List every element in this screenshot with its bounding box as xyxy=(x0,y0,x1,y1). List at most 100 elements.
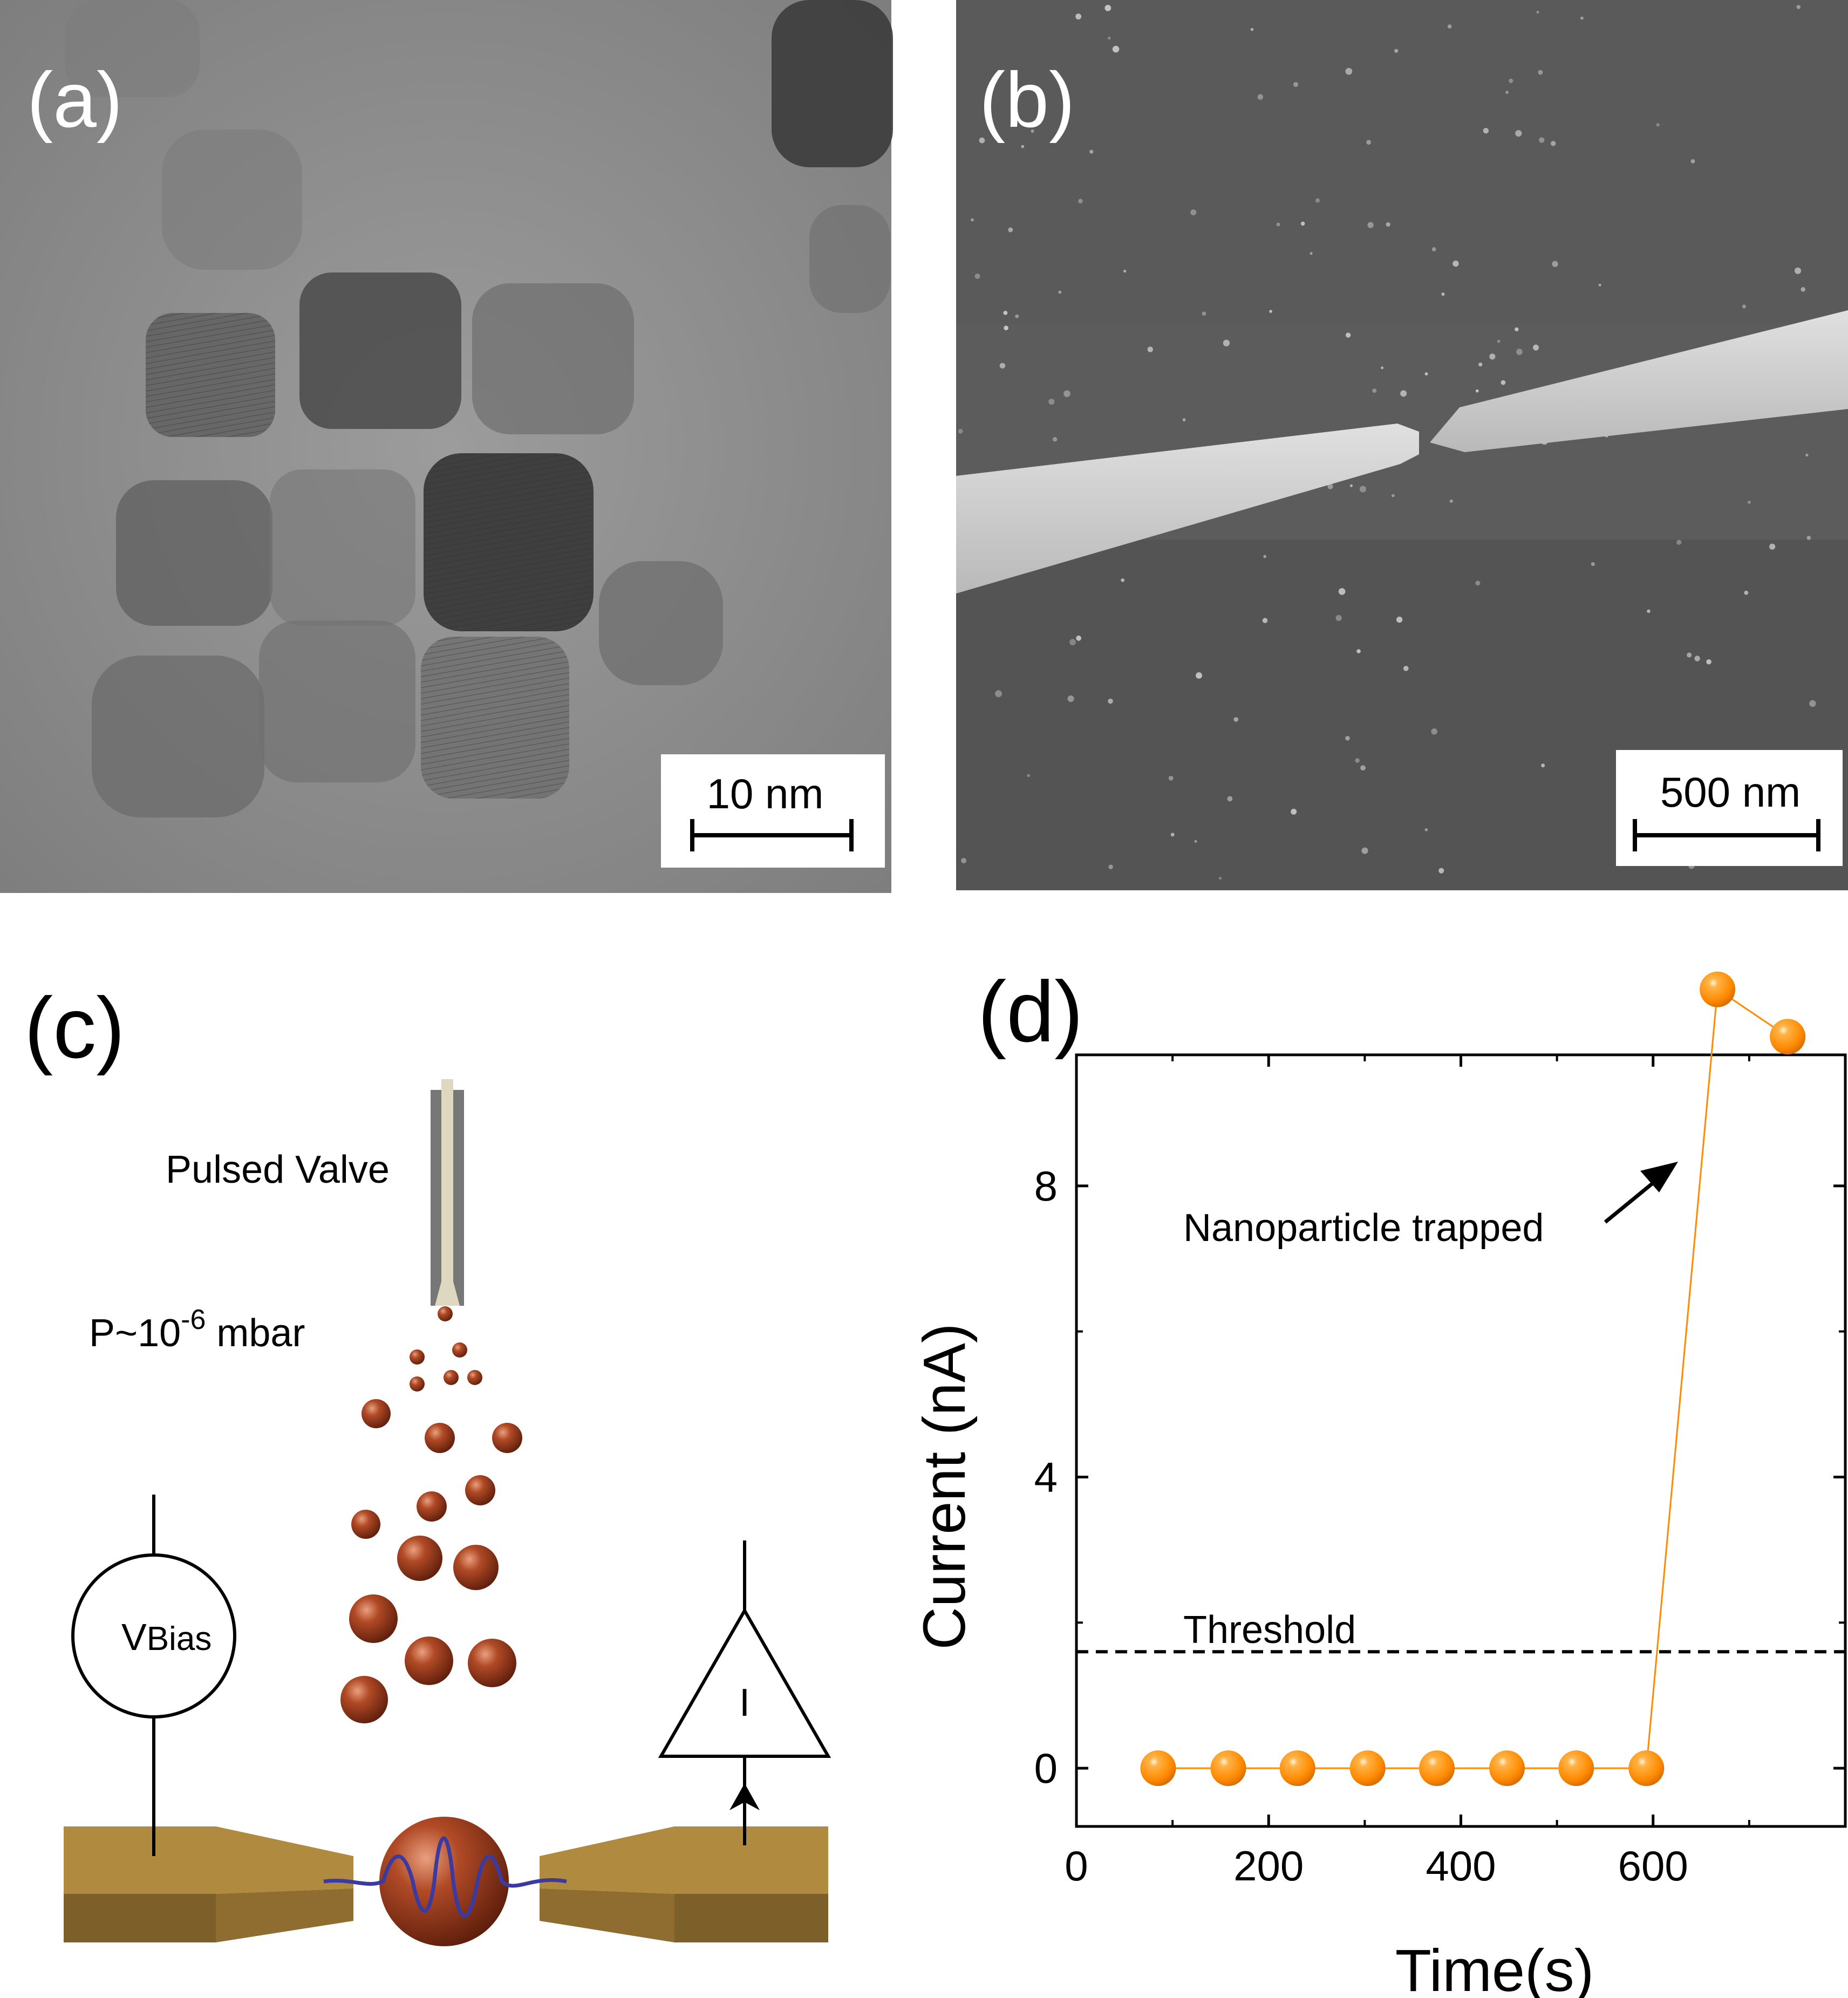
electrode-right xyxy=(1430,310,1848,452)
electrode-right xyxy=(540,1826,828,1942)
nanocube xyxy=(65,0,200,97)
scale-bar-box xyxy=(1616,750,1843,866)
sem-particle xyxy=(1269,310,1272,313)
sem-particle xyxy=(1381,366,1384,370)
nanoparticle xyxy=(417,1491,447,1522)
nanoparticle xyxy=(362,1399,391,1428)
sem-particle xyxy=(1441,292,1445,296)
nanoparticle xyxy=(468,1639,516,1687)
y-tick-label: 0 xyxy=(1034,1744,1058,1792)
sem-particle xyxy=(1300,221,1305,226)
sem-particle xyxy=(1349,484,1353,487)
panel-label-d: (d) xyxy=(978,963,1083,1060)
sem-particle xyxy=(1690,159,1695,163)
sem-particle xyxy=(1742,304,1746,309)
sem-particle xyxy=(1539,137,1545,143)
sem-particle xyxy=(1067,695,1074,703)
wave-function xyxy=(323,1836,567,1918)
sem-particle xyxy=(1359,486,1367,493)
nanocube xyxy=(421,637,569,799)
sem-particle xyxy=(1182,418,1186,421)
sem-particle xyxy=(1263,555,1267,558)
sem-particle xyxy=(1769,543,1776,550)
sem-particle xyxy=(1805,453,1809,457)
sem-particle xyxy=(1533,344,1539,351)
sem-particle xyxy=(1108,698,1113,704)
nanoparticle xyxy=(465,1475,495,1505)
sem-particle xyxy=(1509,78,1513,84)
y-tick-label: 4 xyxy=(1034,1453,1058,1501)
sem-particle xyxy=(1538,70,1543,75)
sem-particle xyxy=(1218,877,1222,880)
scale-bar-label: 500 nm xyxy=(1660,768,1801,816)
nanoparticle xyxy=(444,1370,459,1385)
nanoparticle xyxy=(397,1536,442,1581)
nanoparticle xyxy=(405,1636,453,1685)
x-tick-label: 400 xyxy=(1426,1842,1496,1890)
nanoparticle xyxy=(340,1676,388,1723)
sem-particle xyxy=(1338,588,1346,595)
panel-b: (b) 500 nm xyxy=(956,0,1848,890)
sem-particle xyxy=(970,218,974,222)
x-tick-label: 600 xyxy=(1618,1842,1688,1890)
sem-particle xyxy=(1361,847,1368,854)
sem-particle xyxy=(1121,578,1125,582)
sem-particle xyxy=(1107,36,1111,40)
sem-particle xyxy=(1475,581,1481,586)
x-tick-label: 200 xyxy=(1233,1842,1304,1890)
sem-particle xyxy=(1656,123,1660,127)
sem-particle xyxy=(1372,388,1377,393)
sem-particle xyxy=(1293,81,1299,87)
data-point xyxy=(1419,1750,1455,1786)
sem-particle xyxy=(1536,10,1539,14)
sem-particle xyxy=(1048,399,1055,405)
scale-bar-label: 10 nm xyxy=(707,770,824,817)
sem-particle xyxy=(1345,332,1351,338)
sem-particle xyxy=(1483,128,1489,134)
annotation-label: Nanoparticle trapped xyxy=(1183,1206,1544,1250)
sem-particle xyxy=(1027,774,1030,778)
y-axis-label: Current (nA) xyxy=(911,1323,978,1649)
sem-particle xyxy=(1262,618,1268,623)
nanoparticle xyxy=(492,1423,522,1453)
sem-particle xyxy=(1147,346,1154,352)
sem-particle xyxy=(1078,199,1083,203)
scale-bar-box xyxy=(661,754,885,868)
sem-particle xyxy=(1706,659,1711,665)
sem-particle xyxy=(1360,765,1366,770)
sem-particle xyxy=(1687,652,1692,658)
electrode-left xyxy=(64,1826,353,1942)
nanocube xyxy=(424,453,594,631)
panel-label-c: (c) xyxy=(24,979,125,1076)
sem-particle xyxy=(1550,141,1556,146)
sem-particle xyxy=(1453,260,1459,267)
sem-particle xyxy=(1386,222,1390,227)
sem-particle xyxy=(1449,499,1453,503)
sem-particle xyxy=(999,363,1006,369)
sem-particle xyxy=(1327,483,1333,489)
sem-particle xyxy=(1515,327,1519,332)
sem-particle xyxy=(1489,353,1496,360)
sem-particle xyxy=(1003,311,1008,315)
sem-particle xyxy=(1505,91,1509,94)
sem-particle xyxy=(1552,261,1558,267)
sem-particle xyxy=(1694,656,1700,662)
sem-particle xyxy=(979,137,985,144)
sem-particle xyxy=(1190,209,1197,215)
nanoparticle xyxy=(452,1342,467,1358)
nanoparticle xyxy=(425,1423,455,1453)
sem-particle xyxy=(1123,269,1127,273)
panel-c: (c) Pulsed Valve P~10-6 mbar VBias xyxy=(24,979,831,1946)
sem-particle xyxy=(1598,283,1601,287)
sem-particle xyxy=(1008,227,1013,233)
sem-particle xyxy=(1394,49,1399,53)
sem-particle xyxy=(1276,222,1280,227)
sem-particle xyxy=(1075,13,1082,20)
sem-particle xyxy=(1391,494,1395,497)
nanocube xyxy=(116,480,272,626)
scale-bar-a: 10 nm xyxy=(661,754,885,868)
sem-particle xyxy=(1015,314,1019,318)
panel-label-a: (a) xyxy=(27,56,122,144)
sem-particle xyxy=(1021,145,1025,148)
